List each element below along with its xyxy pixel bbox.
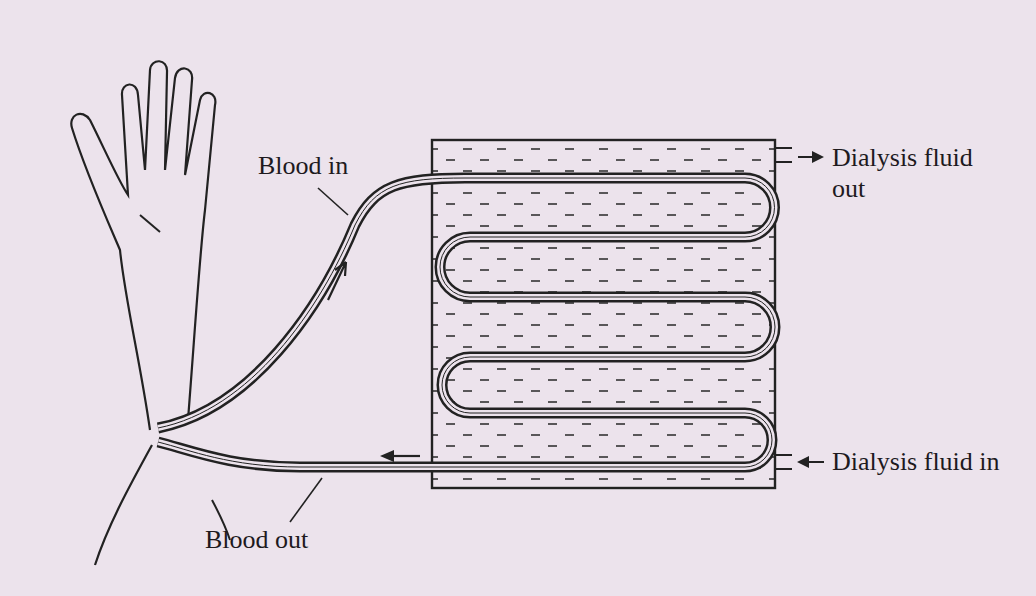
hand-outline	[71, 61, 215, 430]
flow-arrowhead	[380, 450, 394, 462]
flow-arrow	[328, 262, 346, 300]
fluid-arrowhead	[797, 456, 809, 468]
part-label: Blood in	[258, 150, 348, 181]
dialysis-tank	[432, 140, 775, 488]
leader-line	[290, 478, 322, 522]
part-label: Blood out	[205, 524, 308, 555]
arm-outline	[95, 445, 152, 565]
blood-tube	[158, 178, 775, 467]
fluid-label: Dialysis fluid in	[832, 446, 1000, 477]
hand-crease	[140, 215, 160, 232]
leader-line	[318, 188, 348, 215]
fluid-arrowhead	[812, 151, 824, 163]
fluid-label: Dialysis fluid out	[832, 142, 1010, 204]
